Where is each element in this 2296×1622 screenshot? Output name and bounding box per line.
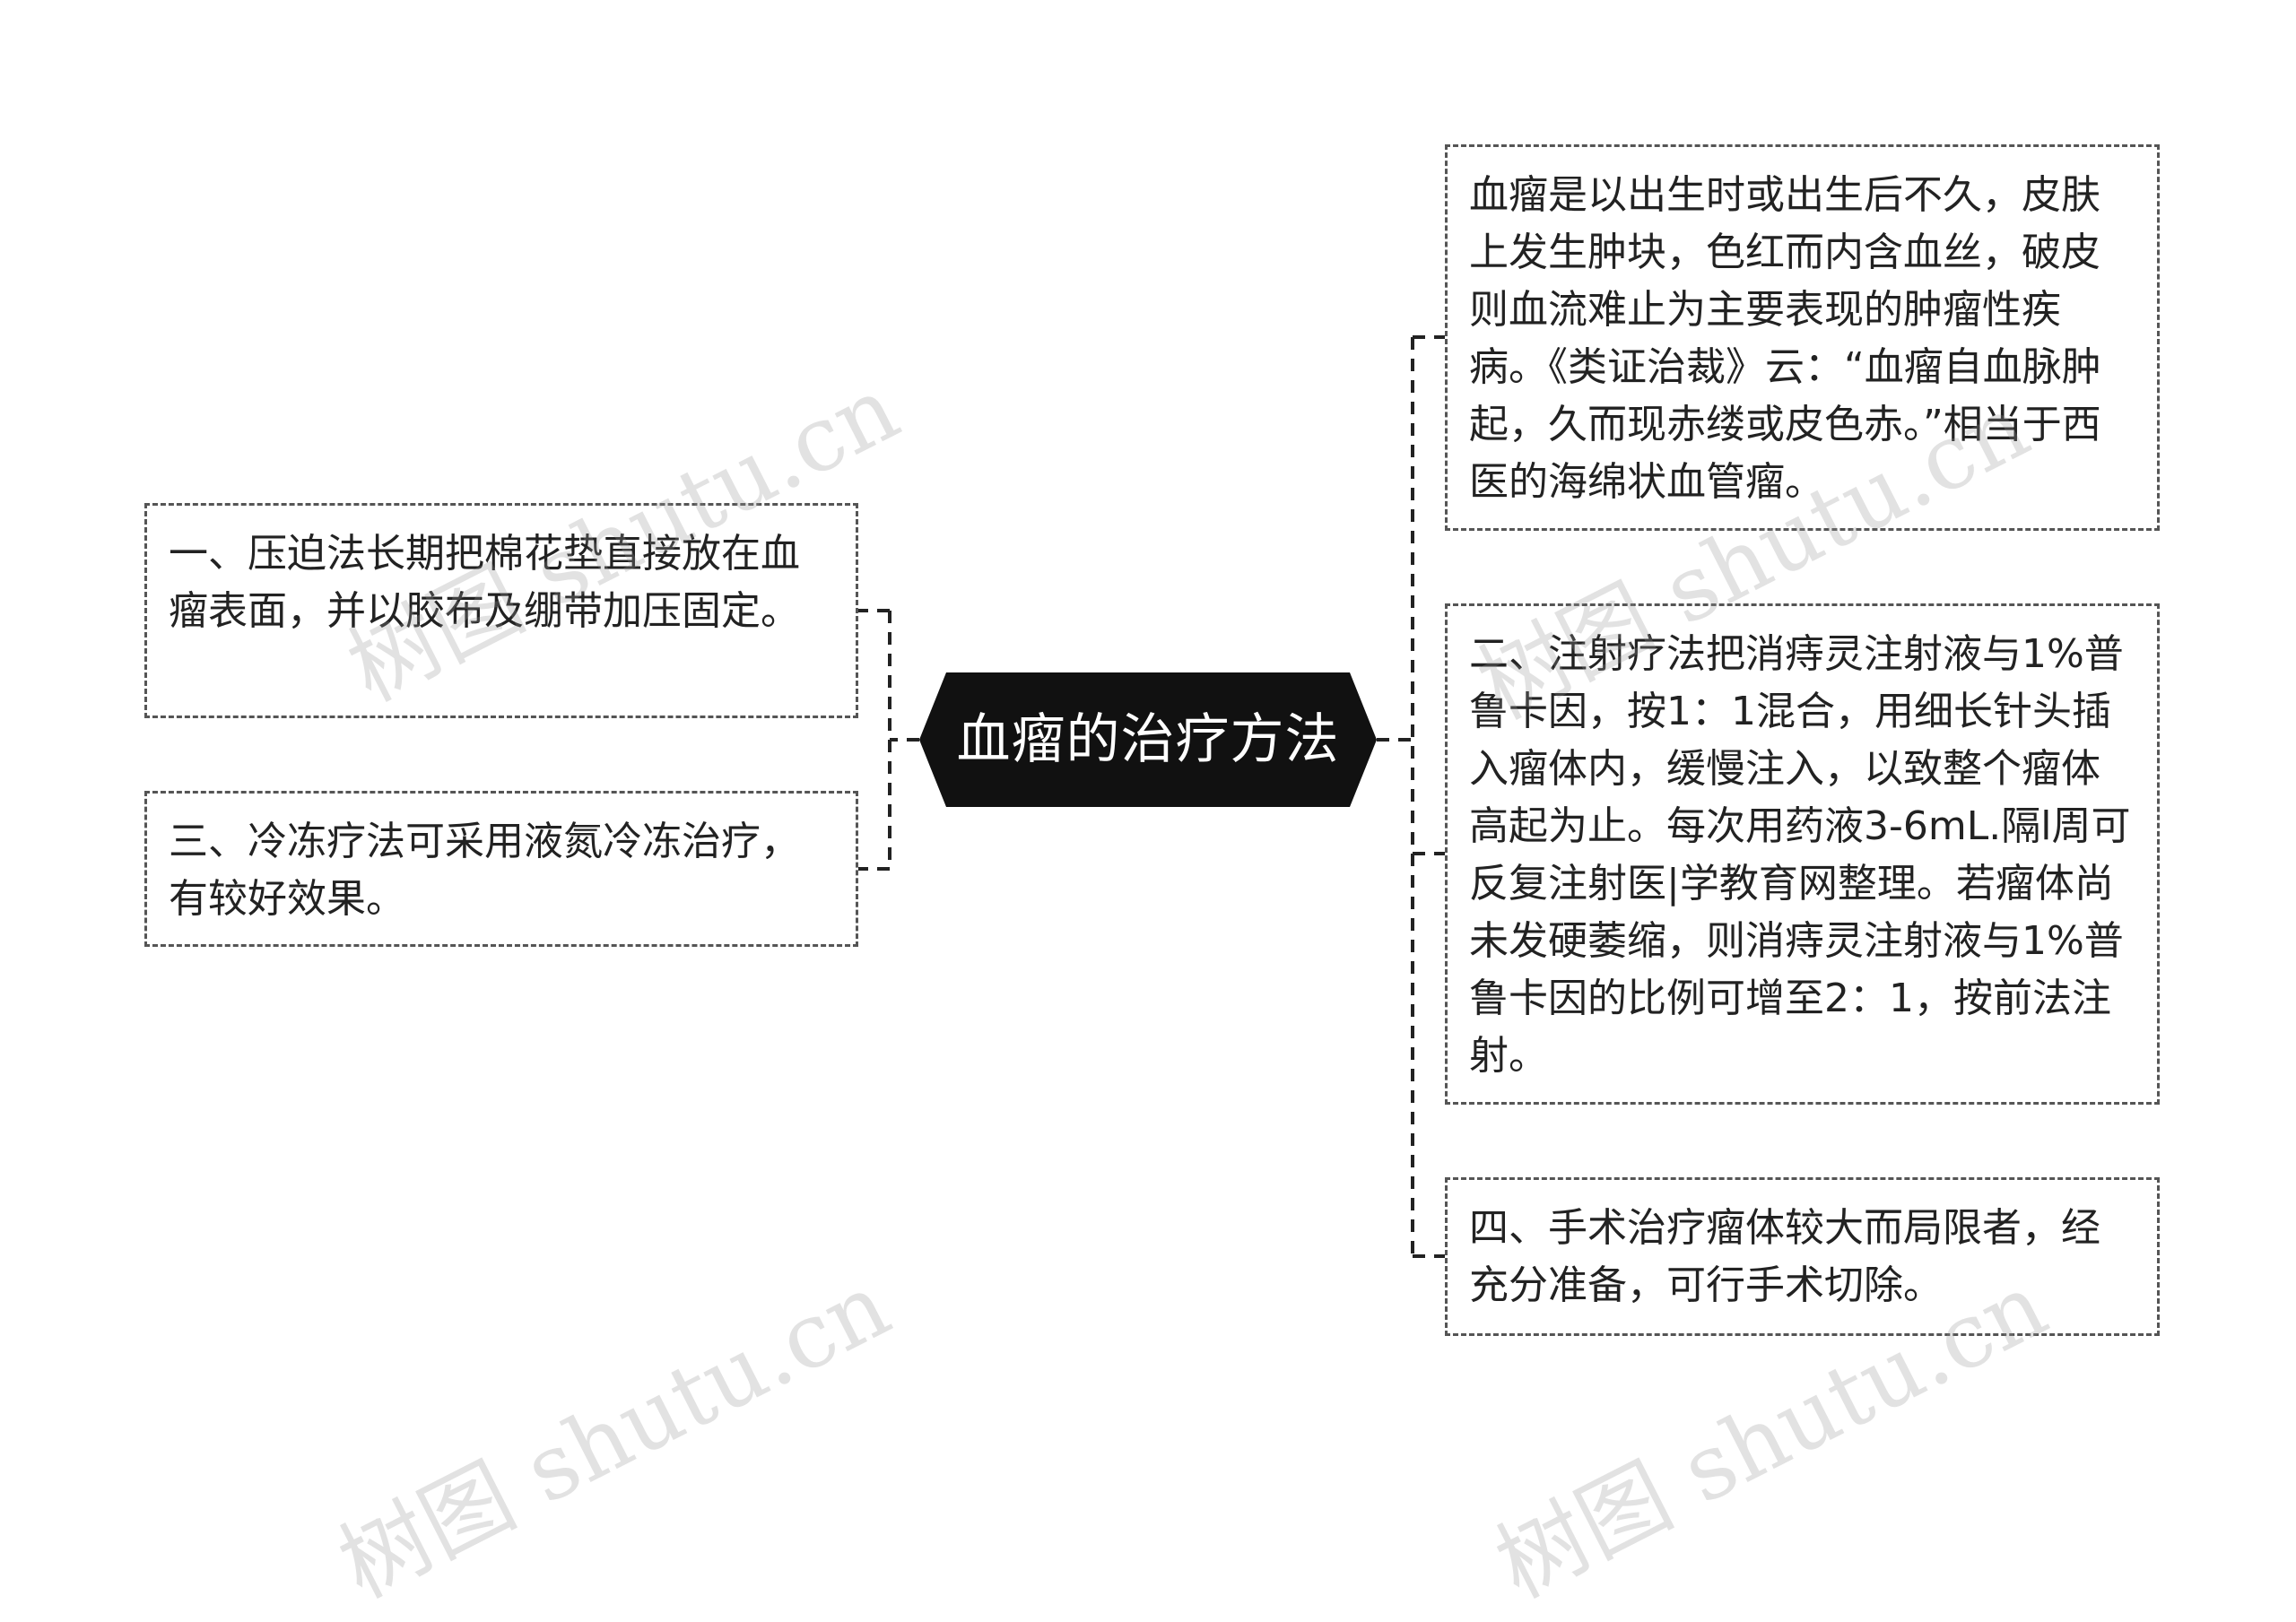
connector-lines	[858, 335, 1445, 1258]
root-node[interactable]: 血瘤的治疗方法	[919, 672, 1377, 807]
branch-node-injection[interactable]: 二、注射疗法把消痔灵注射液与1%普鲁卡因，按1：1混合，用细长针头插入瘤体内，缓…	[1445, 603, 2160, 1105]
branch-text: 一、压迫法长期把棉花垫直接放在血瘤表面，并以胶布及绷带加压固定。	[169, 531, 800, 634]
root-label: 血瘤的治疗方法	[956, 708, 1340, 771]
root-shape	[919, 672, 1377, 807]
branch-node-compression[interactable]: 一、压迫法长期把棉花垫直接放在血瘤表面，并以胶布及绷带加压固定。	[144, 503, 858, 718]
branch-node-surgery[interactable]: 四、手术治疗瘤体较大而局限者，经充分准备，可行手术切除。	[1445, 1177, 2160, 1336]
mindmap-canvas: 血瘤的治疗方法 一、压迫法长期把棉花垫直接放在血瘤表面，并以胶布及绷带加压固定。…	[144, 144, 2160, 1618]
branch-node-cryotherapy[interactable]: 三、冷冻疗法可采用液氮冷冻治疗，有较好效果。	[144, 791, 858, 947]
branch-text: 四、手术治疗瘤体较大而局限者，经充分准备，可行手术切除。	[1469, 1205, 2100, 1308]
branch-node-definition[interactable]: 血瘤是以出生时或出生后不久，皮肤上发生肿块，色红而内含血丝，破皮则血流难止为主要…	[1445, 144, 2160, 531]
branch-text: 三、冷冻疗法可采用液氮冷冻治疗，有较好效果。	[169, 819, 800, 922]
branch-text: 二、注射疗法把消痔灵注射液与1%普鲁卡因，按1：1混合，用细长针头插入瘤体内，缓…	[1469, 631, 2131, 1079]
branch-text: 血瘤是以出生时或出生后不久，皮肤上发生肿块，色红而内含血丝，破皮则血流难止为主要…	[1469, 172, 2101, 505]
